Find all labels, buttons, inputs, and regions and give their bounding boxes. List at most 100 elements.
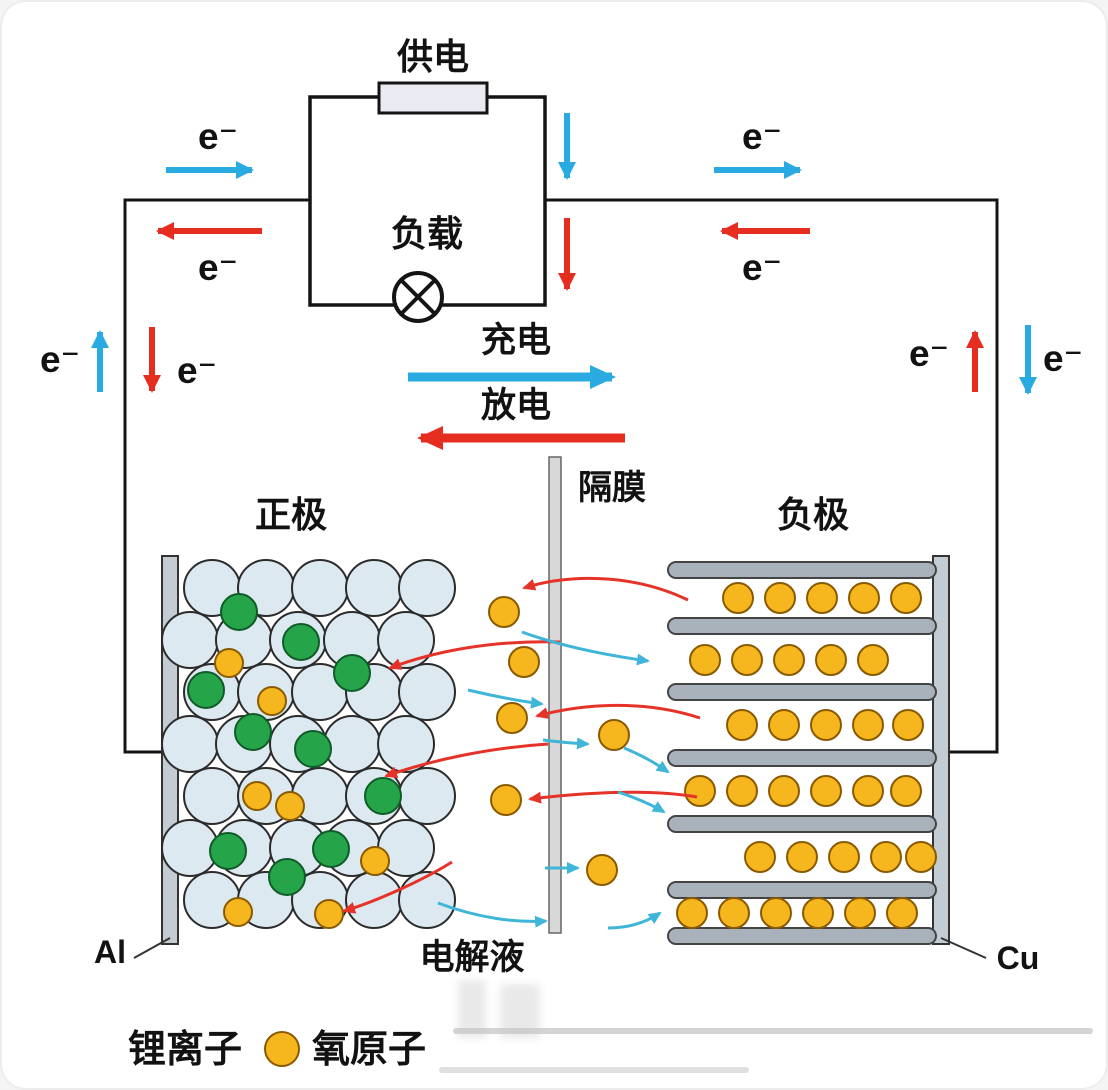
lithium-ion xyxy=(852,775,884,807)
cathode-oxide-particles xyxy=(161,559,456,929)
li-flow-charge-arrow xyxy=(542,737,590,750)
metal-particle xyxy=(268,858,306,896)
lithium-ion xyxy=(810,709,842,741)
lithium-ion xyxy=(223,897,253,927)
oxide-particle xyxy=(398,663,456,721)
lithium-ion xyxy=(731,644,763,676)
separator-membrane xyxy=(548,456,562,934)
anode-collector-plate xyxy=(932,555,950,945)
power-supply-resistor xyxy=(377,81,489,115)
metal-particle xyxy=(220,593,258,631)
lithium-ion xyxy=(768,775,800,807)
lithium-ion xyxy=(773,644,805,676)
electron-arrows xyxy=(91,113,1037,450)
lithium-ion xyxy=(360,846,390,876)
li-flow-charge-arrow xyxy=(437,901,548,928)
battery-cell xyxy=(133,456,987,959)
metal-particle xyxy=(312,830,350,868)
electron-label-right-outer: e⁻ xyxy=(1043,338,1083,379)
cathode-label: 正极 xyxy=(255,494,327,535)
electrolyte-lithium-ions xyxy=(488,596,630,886)
al-pointer-line xyxy=(133,937,171,959)
lithium-ion xyxy=(802,897,834,929)
cathode-metal-particles xyxy=(187,593,402,896)
oxide-particle xyxy=(398,559,456,617)
metal-particle xyxy=(234,713,272,751)
oxide-particle xyxy=(345,559,403,617)
graphite-layer xyxy=(667,815,937,833)
lithium-ion xyxy=(257,686,287,716)
metal-particle xyxy=(294,730,332,768)
electron-label-top-left-charge: e⁻ xyxy=(198,116,238,157)
lithium-ion xyxy=(490,784,522,816)
lithium-ion xyxy=(586,854,618,886)
lithium-ion xyxy=(718,897,750,929)
oxide-particle xyxy=(398,767,456,825)
lithium-ion xyxy=(314,899,344,929)
lithium-ion xyxy=(844,897,876,929)
graphite-layer xyxy=(667,927,937,945)
graphite-layer xyxy=(667,683,937,701)
electron-label-left-outer: e⁻ xyxy=(40,339,80,380)
metal-particle xyxy=(187,671,225,709)
li-flow-charge-arrow xyxy=(617,790,666,814)
lithium-ion xyxy=(905,841,937,873)
lithium-ion xyxy=(744,841,776,873)
lithium-ion xyxy=(892,709,924,741)
oxide-particle xyxy=(161,715,219,773)
lithium-ion xyxy=(722,582,754,614)
lithium-ion xyxy=(764,582,796,614)
right-wire xyxy=(545,198,999,754)
metal-particle xyxy=(282,623,320,661)
li-flow-discharge-arrow xyxy=(384,742,549,779)
ion-flow-arrows xyxy=(342,576,701,930)
lithium-ion xyxy=(760,897,792,929)
electron-label-left-inner: e⁻ xyxy=(177,350,217,391)
electron-label-top-right-charge: e⁻ xyxy=(742,116,782,157)
oxide-particle xyxy=(323,715,381,773)
oxide-particle xyxy=(377,611,435,669)
oxide-particle xyxy=(291,559,349,617)
lithium-ion xyxy=(726,709,758,741)
electron-label-top-left-discharge: e⁻ xyxy=(198,247,238,288)
li-flow-charge-arrow xyxy=(607,911,662,930)
text-labels: 供电 负载 充电 放电 隔膜 正极 负极 电解液 Al Cu e⁻ e⁻ e⁻ … xyxy=(40,36,1083,977)
oxide-particle xyxy=(161,611,219,669)
cathode-lithium-ions xyxy=(214,648,390,929)
anode-label: 负极 xyxy=(777,494,849,535)
graphite-layer xyxy=(667,561,937,579)
li-flow-discharge-arrow xyxy=(522,576,689,602)
lamp-x-stroke xyxy=(399,278,437,316)
li-flow-discharge-arrow xyxy=(342,860,453,914)
lithium-ion xyxy=(857,644,889,676)
lithium-ion xyxy=(815,644,847,676)
electron-label-top-right-discharge: e⁻ xyxy=(742,247,782,288)
load-box xyxy=(308,95,547,307)
graphite-layer xyxy=(667,749,937,767)
metal-particle xyxy=(333,654,371,692)
electrolyte-label: 电解液 xyxy=(419,938,524,977)
oxide-particle xyxy=(377,715,435,773)
lithium-ion xyxy=(870,841,902,873)
lithium-ion xyxy=(726,775,758,807)
metal-particle xyxy=(209,832,247,870)
lithium-ion xyxy=(488,596,520,628)
separator-label: 隔膜 xyxy=(578,469,646,507)
charge-label: 充电 xyxy=(481,321,551,360)
lithium-ion xyxy=(689,644,721,676)
electron-label-right-inner: e⁻ xyxy=(909,333,949,374)
legend-lithium-label: 锂离子 xyxy=(128,1029,242,1071)
lithium-ion xyxy=(810,775,842,807)
lithium-ion xyxy=(598,719,630,751)
left-wire xyxy=(123,198,310,754)
lithium-ion xyxy=(848,582,880,614)
lithium-ion xyxy=(806,582,838,614)
li-flow-charge-arrow xyxy=(467,688,544,709)
graphite-layer xyxy=(667,881,937,899)
lithium-ion xyxy=(508,646,540,678)
anode-graphite-layers xyxy=(667,561,937,945)
oxide-particle xyxy=(398,871,456,929)
load-label: 负载 xyxy=(391,213,463,254)
